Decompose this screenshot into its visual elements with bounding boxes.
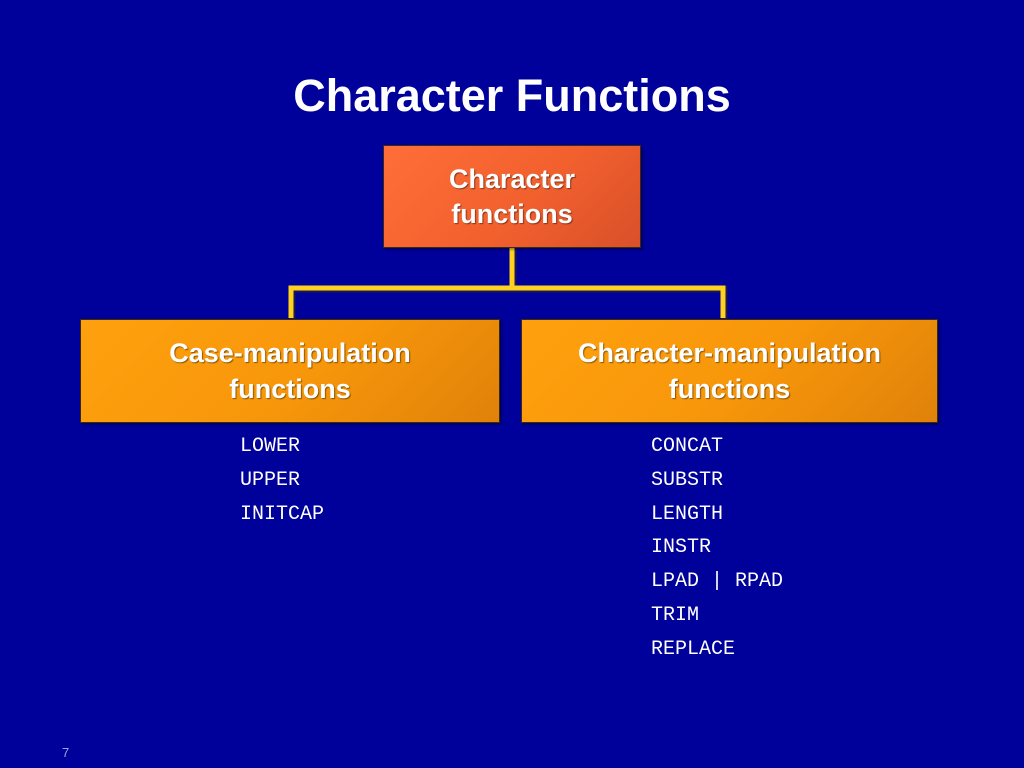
slide-title: Character Functions <box>293 70 731 121</box>
page-number: 7 <box>62 745 70 760</box>
character-manipulation-label-line2: functions <box>668 374 791 404</box>
function-item: TRIM <box>651 603 700 627</box>
function-item: UPPER <box>240 468 301 492</box>
function-item: INITCAP <box>240 502 325 526</box>
root-node-label-line1: Character <box>448 163 576 194</box>
case-manipulation-node: Case-manipulation functions <box>80 319 500 423</box>
function-item: LENGTH <box>651 502 724 526</box>
function-item: LPAD | RPAD <box>651 570 784 594</box>
function-item: SUBSTR <box>651 468 724 492</box>
root-node: Character functions <box>383 145 641 248</box>
character-manipulation-label-line1: Character-manipulation <box>577 338 882 368</box>
character-manipulation-node: Character-manipulation functions <box>521 319 938 423</box>
case-manipulation-label-line1: Case-manipulation <box>169 338 411 368</box>
function-item: INSTR <box>651 536 712 560</box>
case-manipulation-function-list: LOWER UPPER INITCAP <box>240 430 324 531</box>
connector-branches <box>288 285 726 318</box>
function-item: LOWER <box>240 435 301 458</box>
character-manipulation-function-list: CONCAT SUBSTR LENGTH INSTR LPAD | RPAD T… <box>651 430 783 667</box>
function-item: CONCAT <box>651 435 724 458</box>
function-item: REPLACE <box>651 637 736 661</box>
case-manipulation-label-line2: functions <box>229 374 351 404</box>
root-node-label-line2: functions <box>451 198 573 229</box>
